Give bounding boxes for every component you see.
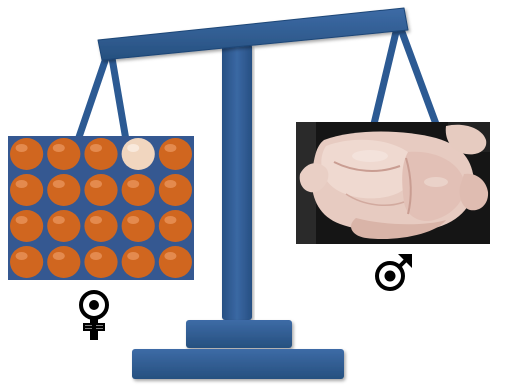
egg <box>159 174 192 206</box>
egg-highlight <box>164 216 176 224</box>
egg-highlight <box>53 180 65 188</box>
egg <box>47 246 80 278</box>
egg <box>159 138 192 170</box>
egg-highlight <box>164 144 176 152</box>
scale-base-upper <box>186 320 292 348</box>
egg-highlight <box>90 216 102 224</box>
egg-highlight <box>53 216 65 224</box>
egg <box>122 246 155 278</box>
egg <box>47 210 80 242</box>
egg <box>84 174 117 206</box>
egg <box>84 210 117 242</box>
egg-highlight <box>90 144 102 152</box>
eggs-photo <box>8 136 194 280</box>
scale-base-lower <box>132 349 344 379</box>
egg-highlight <box>127 252 139 260</box>
egg <box>10 174 43 206</box>
egg-tray-image <box>8 136 194 280</box>
egg-highlight <box>53 252 65 260</box>
egg <box>10 210 43 242</box>
egg <box>159 210 192 242</box>
egg-highlight <box>16 216 28 224</box>
chicken-photo <box>296 122 490 244</box>
egg-highlight <box>16 180 28 188</box>
egg <box>84 246 117 278</box>
egg <box>122 210 155 242</box>
right-pan-strings <box>374 32 436 124</box>
egg-highlight <box>127 180 139 188</box>
female-symbol-icon <box>81 292 107 339</box>
egg-highlight <box>53 144 65 152</box>
egg-highlight <box>90 252 102 260</box>
egg <box>10 138 43 170</box>
egg <box>122 174 155 206</box>
egg-highlight <box>164 180 176 188</box>
egg-highlight <box>127 216 139 224</box>
egg <box>47 138 80 170</box>
left-pan-strings <box>78 58 126 140</box>
egg-highlight <box>127 144 139 152</box>
scale-post <box>222 44 252 320</box>
egg <box>122 138 155 170</box>
egg-highlight <box>16 252 28 260</box>
chicken-carcass-image <box>296 122 490 244</box>
egg-highlight <box>90 180 102 188</box>
scale-beam <box>98 8 408 60</box>
egg-highlight <box>16 144 28 152</box>
egg <box>10 246 43 278</box>
egg-highlight <box>164 252 176 260</box>
egg <box>84 138 117 170</box>
egg <box>159 246 192 278</box>
male-symbol-icon <box>377 254 412 289</box>
egg <box>47 174 80 206</box>
